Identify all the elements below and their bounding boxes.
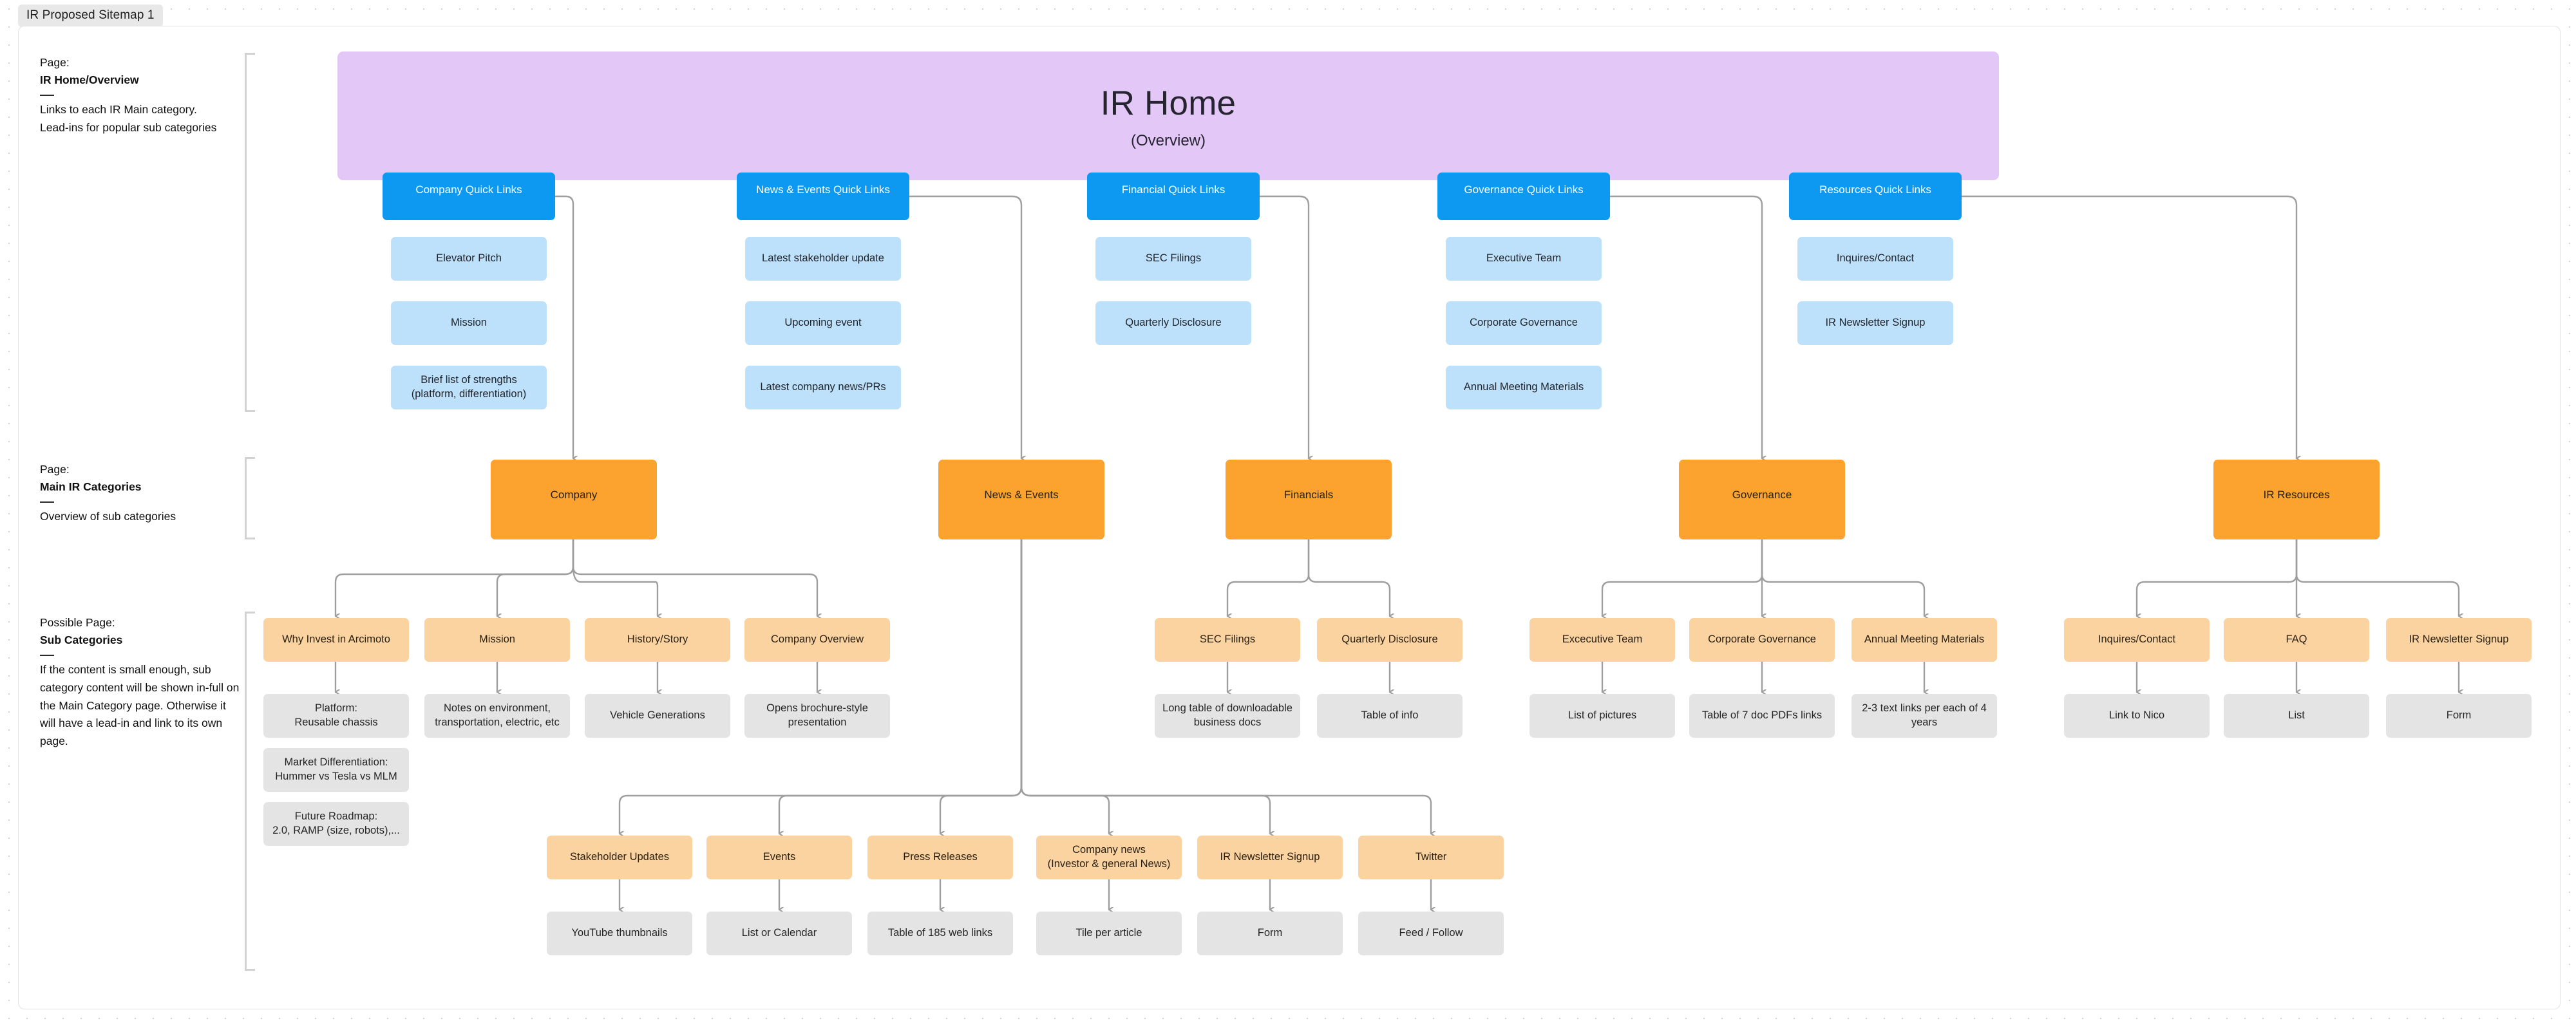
annotation-sub-categories: Possible Page: Sub Categories If the con… xyxy=(40,614,240,750)
frame-title-tab[interactable]: IR Proposed Sitemap 1 xyxy=(18,5,163,27)
annotation-title: Main IR Categories xyxy=(40,480,142,494)
annotation-body: If the content is small enough, sub cate… xyxy=(40,663,240,747)
annotation-main-categories: Page: Main IR Categories Overview of sub… xyxy=(40,461,240,526)
quick-link-item[interactable]: Brief list of strengths (platform, diffe… xyxy=(391,366,547,409)
sub-category[interactable]: Why Invest in Arcimoto xyxy=(263,618,409,662)
annotation-title: IR Home/Overview xyxy=(40,73,139,87)
quick-link-item[interactable]: Corporate Governance xyxy=(1446,301,1602,345)
leaf-node[interactable]: Feed / Follow xyxy=(1358,912,1504,955)
leaf-node[interactable]: Notes on environment, transportation, el… xyxy=(424,694,570,738)
quick-link-item[interactable]: Latest company news/PRs xyxy=(745,366,901,409)
category-governance[interactable]: Governance xyxy=(1679,460,1845,539)
leaf-node[interactable]: Table of 185 web links xyxy=(867,912,1013,955)
leaf-node[interactable]: List or Calendar xyxy=(706,912,852,955)
quick-link-item[interactable]: Upcoming event xyxy=(745,301,901,345)
sub-category[interactable]: Twitter xyxy=(1358,836,1504,879)
sub-category[interactable]: Quarterly Disclosure xyxy=(1317,618,1463,662)
quick-links-header-company[interactable]: Company Quick Links xyxy=(383,173,555,220)
quick-link-item[interactable]: Inquires/Contact xyxy=(1797,237,1953,281)
sub-category[interactable]: Company Overview xyxy=(744,618,890,662)
leaf-node[interactable]: YouTube thumbnails xyxy=(547,912,692,955)
annotation-kicker: Possible Page: xyxy=(40,616,115,629)
leaf-node[interactable]: Platform: Reusable chassis xyxy=(263,694,409,738)
leaf-node[interactable]: Opens brochure-style presentation xyxy=(744,694,890,738)
quick-link-item[interactable]: Latest stakeholder update xyxy=(745,237,901,281)
annotation-title: Sub Categories xyxy=(40,633,123,647)
sub-category[interactable]: Inquires/Contact xyxy=(2064,618,2210,662)
quick-link-item[interactable]: IR Newsletter Signup xyxy=(1797,301,1953,345)
sub-category[interactable]: Events xyxy=(706,836,852,879)
hero-subtitle: (Overview) xyxy=(1130,131,1206,149)
annotation-body: Links to each IR Main category. Lead-ins… xyxy=(40,103,217,134)
annotation-divider xyxy=(40,501,54,503)
annotation-ir-home: Page: IR Home/Overview Links to each IR … xyxy=(40,54,240,137)
leaf-node[interactable]: List xyxy=(2224,694,2369,738)
leaf-node[interactable]: Vehicle Generations xyxy=(585,694,730,738)
category-ir-resources[interactable]: IR Resources xyxy=(2213,460,2380,539)
quick-links-header-financial[interactable]: Financial Quick Links xyxy=(1087,173,1260,220)
category-news-events[interactable]: News & Events xyxy=(938,460,1104,539)
sub-category[interactable]: IR Newsletter Signup xyxy=(1197,836,1343,879)
annotation-kicker: Page: xyxy=(40,463,70,476)
bracket-ir-home xyxy=(245,53,255,412)
sub-category[interactable]: IR Newsletter Signup xyxy=(2386,618,2532,662)
category-financials[interactable]: Financials xyxy=(1226,460,1392,539)
sub-category[interactable]: Excecutive Team xyxy=(1530,618,1675,662)
annotation-body: Overview of sub categories xyxy=(40,510,176,523)
category-company[interactable]: Company xyxy=(491,460,657,539)
sub-category[interactable]: FAQ xyxy=(2224,618,2369,662)
quick-links-header-governance[interactable]: Governance Quick Links xyxy=(1437,173,1610,220)
quick-links-header-resources[interactable]: Resources Quick Links xyxy=(1789,173,1962,220)
quick-link-item[interactable]: Annual Meeting Materials xyxy=(1446,366,1602,409)
annotation-divider xyxy=(40,655,54,657)
leaf-node[interactable]: Table of info xyxy=(1317,694,1463,738)
sub-category[interactable]: SEC Filings xyxy=(1155,618,1300,662)
sub-category[interactable]: History/Story xyxy=(585,618,730,662)
quick-links-header-news[interactable]: News & Events Quick Links xyxy=(737,173,909,220)
leaf-node[interactable]: Table of 7 doc PDFs links xyxy=(1689,694,1835,738)
leaf-node[interactable]: Tile per article xyxy=(1036,912,1182,955)
sub-category[interactable]: Stakeholder Updates xyxy=(547,836,692,879)
annotation-kicker: Page: xyxy=(40,56,70,69)
leaf-node[interactable]: 2-3 text links per each of 4 years xyxy=(1852,694,1997,738)
quick-link-item[interactable]: Quarterly Disclosure xyxy=(1095,301,1251,345)
sub-category[interactable]: Corporate Governance xyxy=(1689,618,1835,662)
leaf-node[interactable]: Long table of downloadable business docs xyxy=(1155,694,1300,738)
bracket-sub-categories xyxy=(245,612,255,971)
leaf-node[interactable]: Market Differentiation: Hummer vs Tesla … xyxy=(263,748,409,792)
quick-link-item[interactable]: Mission xyxy=(391,301,547,345)
leaf-node[interactable]: Future Roadmap: 2.0, RAMP (size, robots)… xyxy=(263,802,409,846)
quick-link-item[interactable]: SEC Filings xyxy=(1095,237,1251,281)
sub-category[interactable]: Company news (Investor & general News) xyxy=(1036,836,1182,879)
quick-link-item[interactable]: Elevator Pitch xyxy=(391,237,547,281)
annotation-divider xyxy=(40,95,54,97)
leaf-node[interactable]: Link to Nico xyxy=(2064,694,2210,738)
quick-link-item[interactable]: Executive Team xyxy=(1446,237,1602,281)
hero-ir-home[interactable]: IR Home (Overview) xyxy=(337,52,1999,180)
bracket-main-categories xyxy=(245,457,255,539)
leaf-node[interactable]: Form xyxy=(2386,694,2532,738)
leaf-node[interactable]: List of pictures xyxy=(1530,694,1675,738)
sub-category[interactable]: Mission xyxy=(424,618,570,662)
hero-title: IR Home xyxy=(1100,84,1236,122)
leaf-node[interactable]: Form xyxy=(1197,912,1343,955)
sub-category[interactable]: Annual Meeting Materials xyxy=(1852,618,1997,662)
sub-category[interactable]: Press Releases xyxy=(867,836,1013,879)
